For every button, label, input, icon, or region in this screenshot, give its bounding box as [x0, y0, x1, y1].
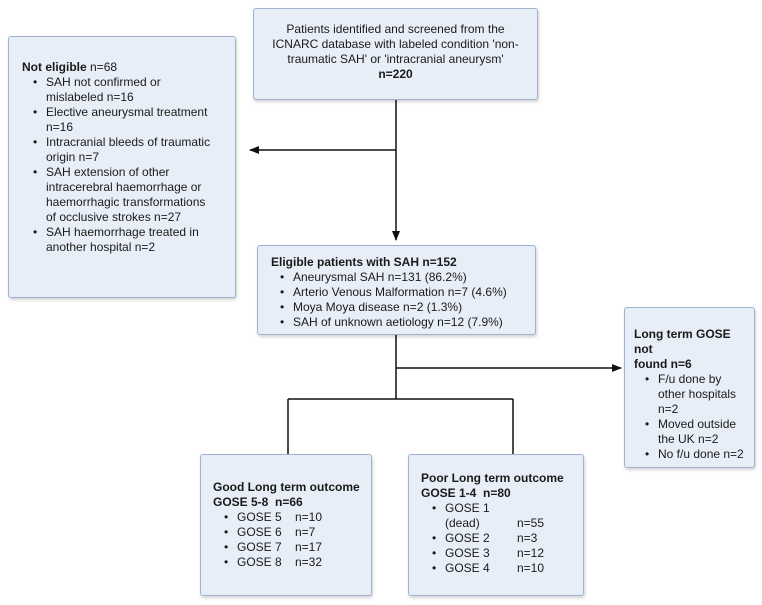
gose-row: GOSE 3 n=12: [432, 546, 579, 561]
eligible-item: Aneurysmal SAH n=131 (86.2%): [280, 270, 531, 285]
not-found-item: F/u done by other hospitals n=2: [645, 372, 750, 417]
item-line: No f/u done n=2: [658, 447, 744, 461]
not-eligible-item: SAH not confirmed or mislabeled n=16: [33, 75, 229, 105]
gose-row: GOSE 6 n=7: [224, 525, 367, 540]
item-line: n=2: [658, 402, 679, 416]
eligible-item: Moya Moya disease n=2 (1.3%): [280, 300, 531, 315]
item-line: SAH extension of other: [46, 165, 170, 179]
item-line: F/u done by: [658, 372, 722, 386]
screened-line-1: Patients identified and screened from th…: [286, 22, 505, 36]
poor-outcome-title-1: Poor Long term outcome: [421, 471, 564, 485]
gose-label: GOSE 2: [445, 531, 490, 545]
gose-row: GOSE 5 n=10: [224, 510, 367, 525]
not-found-title-2: found n=6: [634, 357, 692, 371]
gose-count: n=12: [517, 546, 545, 560]
eligible-item: Arterio Venous Malformation n=7 (4.6%): [280, 285, 531, 300]
screened-line-3: traumatic SAH' or 'intracranial aneurysm…: [287, 52, 504, 66]
gose-count: n=17: [295, 540, 323, 554]
not-eligible-item: SAH extension of other intracerebral hae…: [33, 165, 229, 225]
item-line: another hospital n=2: [46, 240, 156, 254]
screened-patients-box: Patients identified and screened from th…: [253, 8, 538, 100]
not-eligible-item: Elective aneurysmal treatment n=16: [33, 105, 229, 135]
item-line: Moved outside: [658, 417, 737, 431]
gose-count: n=32: [295, 555, 323, 569]
gose-label-sub: (dead): [445, 516, 480, 530]
gose-label: GOSE 4: [445, 561, 490, 575]
item-line: the UK n=2: [658, 432, 719, 446]
item-line: SAH not confirmed or: [46, 75, 161, 89]
not-eligible-item: SAH haemorrhage treated in another hospi…: [33, 225, 229, 255]
gose-count: n=55: [517, 516, 545, 530]
good-outcome-list: GOSE 5 n=10 GOSE 6 n=7 GOSE 7 n=17 GOSE 8 n=…: [213, 510, 367, 570]
eligible-patients-box: Eligible patients with SAH n=152 Aneurys…: [257, 245, 536, 335]
item-line: mislabeled n=16: [46, 90, 134, 104]
item-line: origin n=7: [46, 150, 100, 164]
gose-label: GOSE 6: [237, 525, 282, 539]
screened-count: n=220: [378, 67, 413, 81]
item-line: Elective aneurysmal treatment: [46, 105, 208, 119]
gose-label: GOSE 5: [237, 510, 282, 524]
good-outcome-title-1: Good Long term outcome: [213, 480, 360, 494]
item-line: Intracranial bleeds of traumatic: [46, 135, 211, 149]
screened-line-2: ICNARC database with labeled condition '…: [272, 37, 519, 51]
item-line: SAH haemorrhage treated in: [46, 225, 199, 239]
not-eligible-title: Not eligible: [22, 60, 87, 74]
eligible-list: Aneurysmal SAH n=131 (86.2%) Arterio Ven…: [271, 270, 531, 330]
eligible-title: Eligible patients with SAH n=152: [271, 255, 457, 269]
not-found-item: Moved outside the UK n=2: [645, 417, 750, 447]
eligible-item: SAH of unknown aetiology n=12 (7.9%): [280, 315, 531, 330]
not-eligible-item: Intracranial bleeds of traumatic origin …: [33, 135, 229, 165]
not-found-item: No f/u done n=2: [645, 447, 750, 462]
gose-row: GOSE 2 n=3: [432, 531, 579, 546]
item-line: n=16: [46, 120, 74, 134]
item-line: intracerebral haemorrhage or: [46, 180, 202, 194]
gose-count: n=10: [295, 510, 323, 524]
gose-row: GOSE 1 (dead) n=55: [432, 501, 579, 531]
item-line: haemorrhagic transformations: [46, 195, 206, 209]
good-outcome-title-2: GOSE 5-8 n=66: [213, 495, 303, 509]
not-found-title-1: Long term GOSE not: [634, 327, 731, 356]
not-eligible-list: SAH not confirmed or mislabeled n=16 Ele…: [22, 75, 229, 255]
gose-count: n=7: [295, 525, 316, 539]
gose-row: GOSE 7 n=17: [224, 540, 367, 555]
poor-outcome-box: Poor Long term outcome GOSE 1-4 n=80 GOS…: [408, 454, 584, 596]
gose-row: GOSE 4 n=10: [432, 561, 579, 576]
good-outcome-box: Good Long term outcome GOSE 5-8 n=66 GOS…: [200, 454, 372, 596]
not-found-list: F/u done by other hospitals n=2 Moved ou…: [634, 372, 750, 462]
gose-label: GOSE 1: [445, 501, 490, 515]
gose-label: GOSE 8: [237, 555, 282, 569]
gose-not-found-box: Long term GOSE not found n=6 F/u done by…: [624, 307, 755, 468]
not-eligible-box: Not eligible n=68 SAH not confirmed or m…: [8, 36, 236, 298]
gose-count: n=3: [517, 531, 538, 545]
gose-row: GOSE 8 n=32: [224, 555, 367, 570]
poor-outcome-title-2: GOSE 1-4 n=80: [421, 486, 511, 500]
item-line: other hospitals: [658, 387, 737, 401]
gose-label: GOSE 7: [237, 540, 282, 554]
item-line: of occlusive strokes n=27: [46, 210, 182, 224]
not-eligible-count: n=68: [86, 60, 118, 74]
poor-outcome-list: GOSE 1 (dead) n=55 GOSE 2 n=3 GOSE 3 n=12 G…: [421, 501, 579, 576]
gose-label: GOSE 3: [445, 546, 490, 560]
not-eligible-heading: Not eligible n=68: [22, 60, 229, 75]
gose-count: n=10: [517, 561, 545, 575]
